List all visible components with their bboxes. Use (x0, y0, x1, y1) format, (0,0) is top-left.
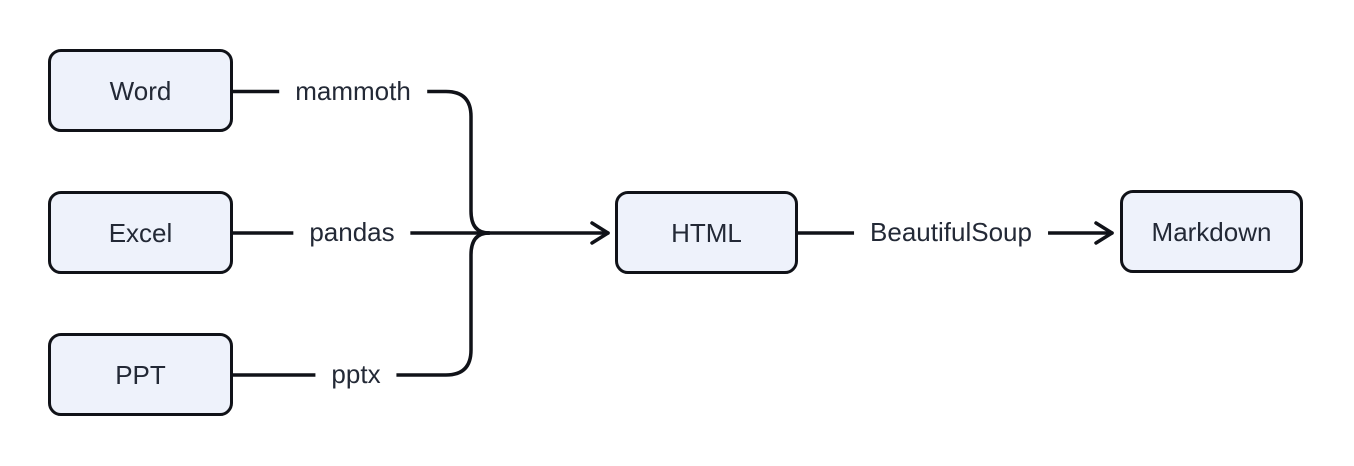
node-html-label: HTML (671, 217, 742, 248)
node-html: HTML (615, 191, 798, 274)
node-ppt: PPT (48, 333, 233, 416)
node-word-label: Word (109, 75, 172, 106)
node-markdown-label: Markdown (1151, 216, 1272, 247)
edge-ppt-to-html (231, 231, 491, 377)
edge-label-pandas: pandas (293, 215, 411, 251)
node-markdown: Markdown (1120, 190, 1303, 273)
node-word: Word (48, 49, 233, 132)
node-excel-label: Excel (108, 217, 173, 248)
node-ppt-label: PPT (115, 359, 166, 390)
edge-label-beautifulsoup: BeautifulSoup (854, 215, 1048, 251)
node-excel: Excel (48, 191, 233, 274)
edge-word-to-html (231, 89, 491, 235)
edge-label-pptx: pptx (315, 357, 397, 393)
edge-label-mammoth: mammoth (279, 74, 427, 110)
